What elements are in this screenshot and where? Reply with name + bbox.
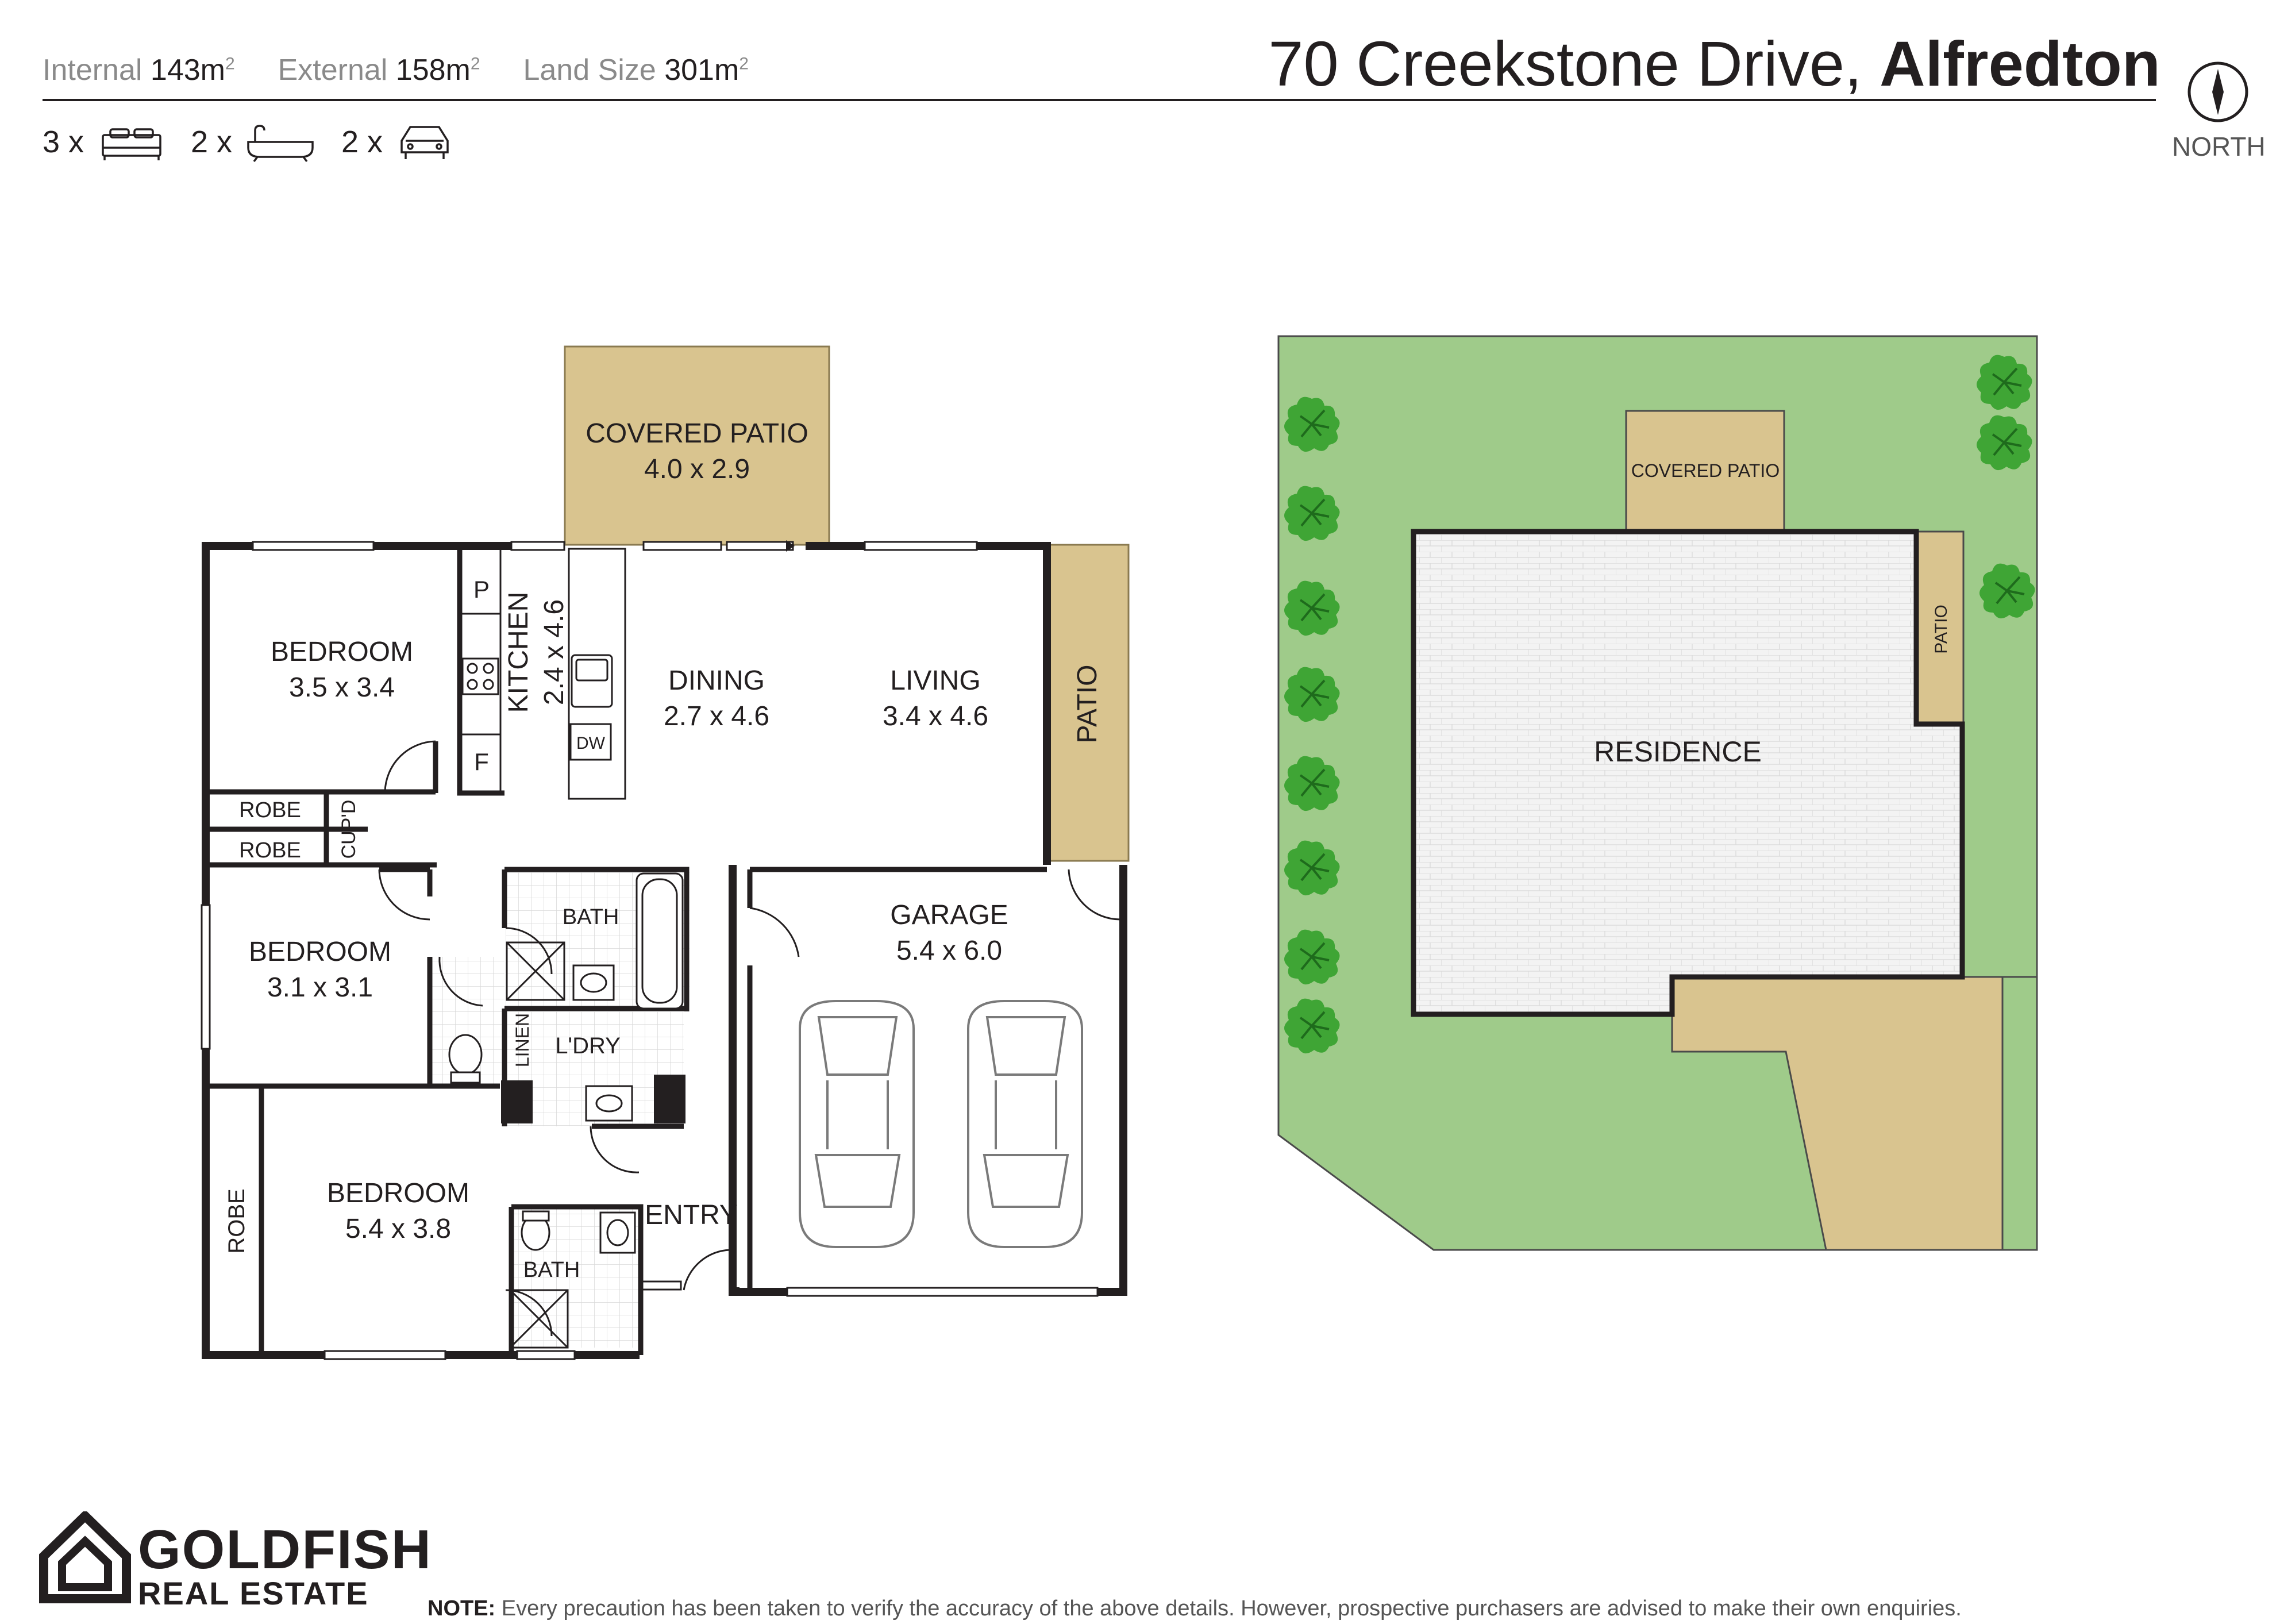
bed-count: 3 x (43, 125, 84, 159)
compass-icon (2187, 61, 2248, 122)
living-label: LIVING (890, 665, 980, 696)
note-label: NOTE: (428, 1596, 496, 1621)
bedroom3-label: BEDROOM (327, 1178, 469, 1209)
dining-label: DINING (668, 665, 765, 696)
note-text: Every precaution has been taken to verif… (495, 1596, 1962, 1621)
bedroom2-label: BEDROOM (249, 937, 391, 967)
page-title: 70 Creekstone Drive, Alfredton (1268, 28, 2160, 101)
side-patio-area (1046, 544, 1130, 862)
floor-plan: COVERED PATIO 4.0 x 2.9 BEDROOM 3.5 x 3.… (201, 345, 1130, 1360)
bathroom-fittings (448, 872, 684, 1349)
bedroom1-dims: 3.5 x 3.4 (289, 672, 395, 703)
garage-label: GARAGE (890, 900, 1008, 930)
stat-external-unit: 2 (470, 54, 480, 74)
site-patio-label: PATIO (1932, 605, 1951, 654)
patio-label: PATIO (1072, 665, 1103, 744)
interior-walls (206, 546, 1047, 1355)
header-divider (43, 99, 2156, 101)
pantry-label: P (473, 576, 490, 603)
covered-patio-dims: 4.0 x 2.9 (644, 454, 750, 484)
bedroom3-dims: 5.4 x 3.8 (345, 1214, 451, 1244)
stat-internal-value: 143m (150, 53, 225, 87)
stat-land-unit: 2 (739, 54, 749, 74)
stat-land-value: 301m (664, 53, 740, 87)
goldfish-logo-icon (39, 1511, 131, 1603)
stat-land-label: Land Size (523, 53, 656, 87)
feature-counts: 3 x 2 x 2 x (43, 125, 449, 163)
bath1-label: BATH (563, 905, 619, 929)
disclaimer-note: NOTE: Every precaution has been taken to… (428, 1596, 1962, 1621)
kitchen-label: KITCHEN (503, 592, 534, 713)
car-2-icon (967, 1000, 1083, 1248)
robe3-label: ROBE (224, 1188, 249, 1253)
dining-dims: 2.7 x 4.6 (664, 701, 769, 732)
cupboard-label: CUP'D (338, 800, 360, 859)
entry-label: ENTRY (645, 1200, 738, 1230)
washer-icon (501, 1080, 533, 1123)
sliding-door (726, 541, 794, 551)
stat-external-value: 158m (395, 53, 471, 87)
covered-patio-label: COVERED PATIO (586, 418, 808, 449)
laundry-label: L'DRY (555, 1033, 621, 1059)
site-side-patio (1915, 530, 1965, 725)
site-covered-patio-label: COVERED PATIO (1631, 460, 1780, 481)
bed-icon (102, 128, 161, 160)
stat-internal-label: Internal (43, 53, 142, 87)
kitchen-fittings (460, 548, 626, 800)
site-covered-patio (1625, 410, 1785, 534)
stat-internal-unit: 2 (225, 54, 235, 74)
robe2-label: ROBE (239, 838, 301, 863)
car-count: 2 x (341, 125, 383, 159)
brand-name: GOLDFISH (138, 1519, 432, 1580)
brand-subtitle: REAL ESTATE (138, 1575, 369, 1611)
dishwasher-label: DW (576, 734, 606, 753)
property-stats: Internal 143m2 External 158m2 Land Size … (43, 53, 749, 87)
garage-dims: 5.4 x 6.0 (896, 936, 1002, 966)
kitchen-dims: 2.4 x 4.6 (539, 599, 569, 705)
bedroom2-dims: 3.1 x 3.1 (267, 972, 373, 1003)
bath-icon (247, 125, 314, 163)
residence-footprint (1411, 529, 1965, 1017)
bedroom1-label: BEDROOM (271, 637, 413, 667)
linen-label: LINEN (512, 1013, 533, 1067)
living-dims: 3.4 x 4.6 (883, 701, 988, 732)
bath2-label: BATH (523, 1258, 580, 1282)
door-swings (378, 740, 1121, 1337)
bath-count: 2 x (191, 125, 232, 159)
dryer-icon (654, 1075, 685, 1123)
site-plan: COVERED PATIO RESIDENCE PATIO (1277, 335, 2038, 1251)
stat-external-label: External (278, 53, 388, 87)
windows (201, 541, 1099, 1360)
sliding-door-arrow-icon (786, 540, 795, 552)
address-suburb: Alfredton (1880, 29, 2160, 99)
car-icon (400, 126, 449, 159)
car-1-icon (799, 1000, 915, 1248)
covered-patio-area (564, 345, 830, 546)
north-label: NORTH (2172, 132, 2266, 161)
residence-label: RESIDENCE (1594, 736, 1762, 768)
address-street: 70 Creekstone Drive, (1268, 29, 1862, 99)
fridge-label: F (474, 748, 489, 775)
robe1-label: ROBE (239, 798, 301, 822)
